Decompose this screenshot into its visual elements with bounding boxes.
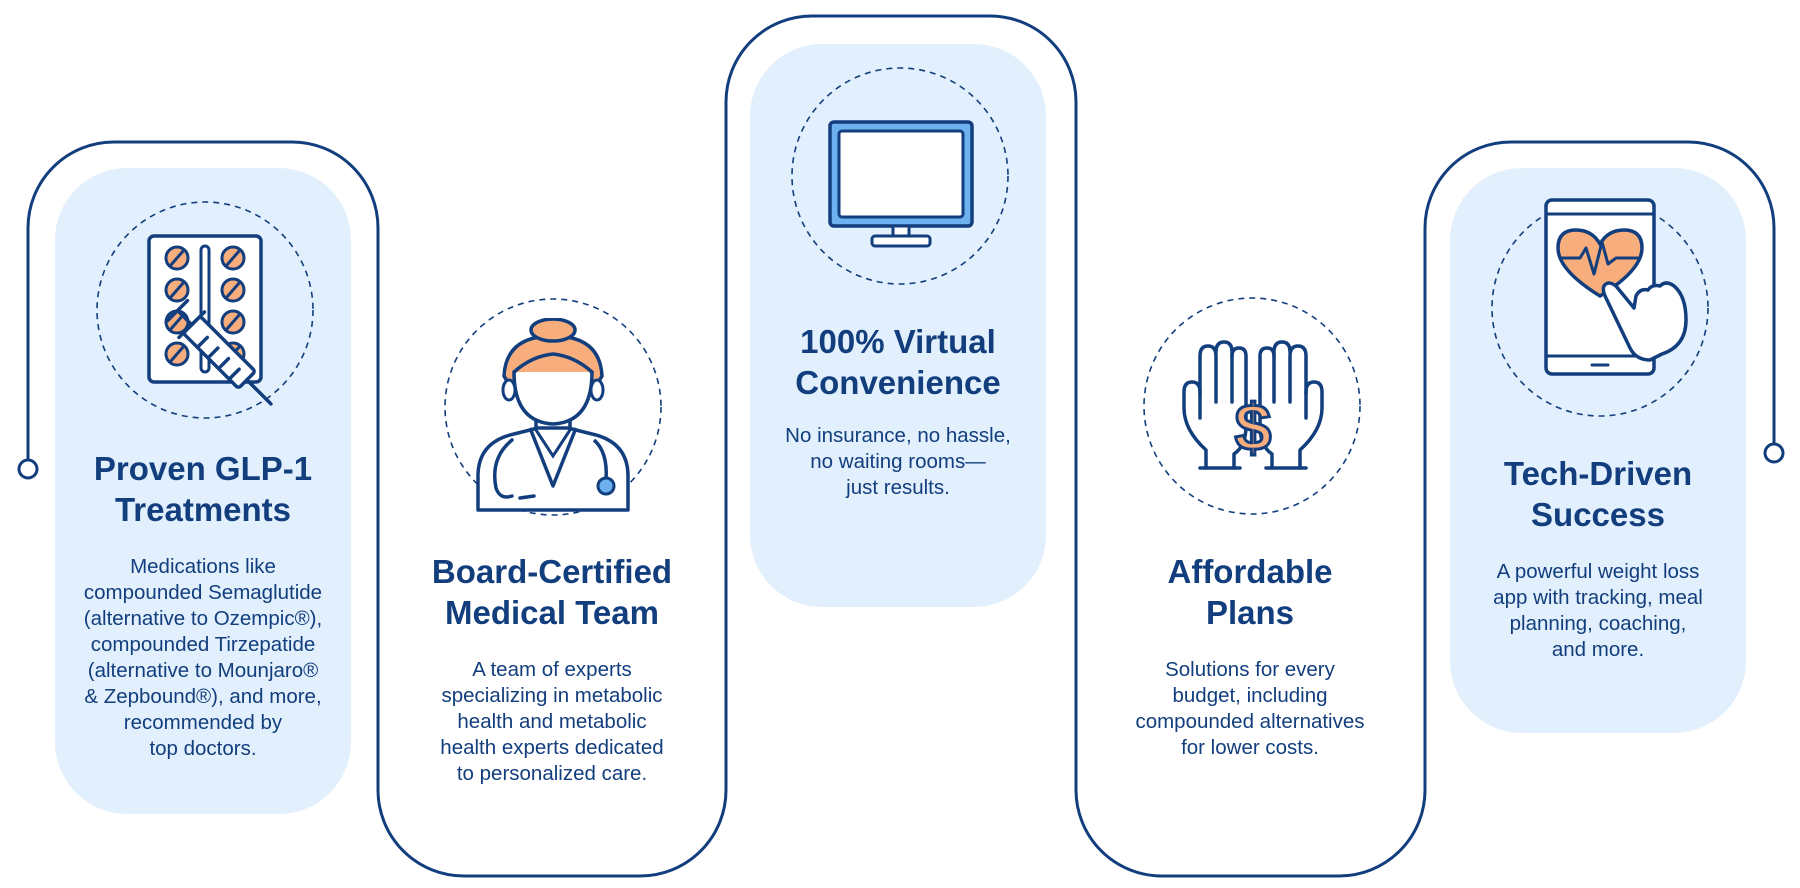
card-panel-1 bbox=[55, 168, 351, 814]
connector-end-dot bbox=[1763, 442, 1785, 464]
connector-start-dot bbox=[17, 458, 39, 480]
dashed-ring-2 bbox=[444, 298, 662, 516]
connector-outline bbox=[26, 14, 1776, 878]
doctor-icon bbox=[468, 318, 638, 518]
svg-text:$: $ bbox=[1235, 390, 1272, 464]
hands-dollar-icon: $ bbox=[1178, 338, 1328, 478]
dashed-ring-1 bbox=[96, 201, 314, 419]
dashed-ring-4 bbox=[1143, 297, 1361, 515]
card-description: No insurance, no hassle,no waiting rooms… bbox=[785, 424, 1011, 499]
tablet-heart-icon bbox=[1536, 196, 1696, 380]
monitor-icon bbox=[826, 118, 976, 250]
pill-pack-syringe-icon bbox=[140, 228, 300, 438]
dashed-ring-3 bbox=[791, 67, 1009, 285]
